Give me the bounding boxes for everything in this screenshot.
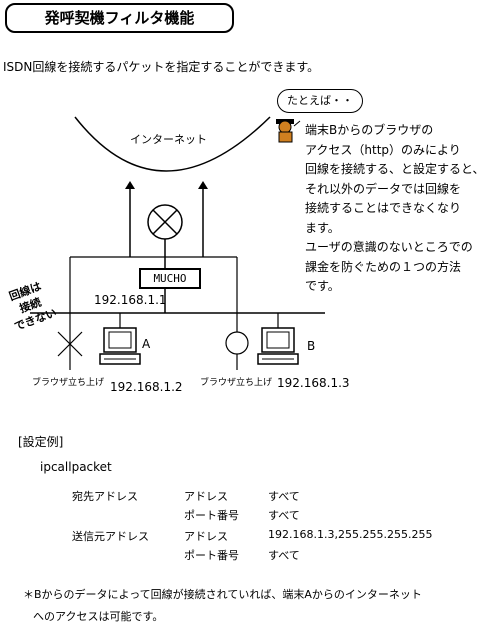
settings-value: すべて [268,549,300,562]
settings-field: アドレス [184,530,228,543]
settings-value: 192.168.1.3,255.255.255.255 [268,528,433,541]
computer-a-icon [99,327,141,365]
settings-field: ポート番号 [184,549,239,562]
terminal-a-ip: 192.168.1.2 [110,380,183,394]
note-line: それ以外のデータでは回線を [305,181,462,196]
note-line: ます。 [305,220,340,235]
person-icon [276,119,301,143]
internet-label: インターネット [130,133,207,146]
settings-value: すべて [268,490,300,503]
settings-field: アドレス [184,490,228,503]
terminal-a-label: A [142,337,151,351]
allowed-circle-icon [225,331,249,355]
router-box: MUCHO [139,268,201,289]
note-line: アクセス（http）のみにより [305,142,461,157]
note-line: 接続することはできなくなり [305,201,462,215]
footnote-line: へのアクセスは可能です。 [33,610,164,623]
settings-group: 送信元アドレス [72,530,149,543]
router-ip: 192.168.1.1 [94,293,167,307]
settings-heading: [設定例] [18,435,64,449]
terminal-a-action: ブラウザ立ち上げ [32,378,105,388]
internet-arc [74,116,271,172]
note-line: です。 [305,279,340,293]
terminal-b-ip: 192.168.1.3 [277,376,350,390]
note-line: 課金を防ぐための１つの方法 [305,259,462,274]
footnote-line: ＊Bからのデータによって回線が接続されていれば、端末Aからのインターネット [23,588,422,601]
note-line: ユーザの意識のないところでの [305,240,473,254]
terminal-b-label: B [307,339,316,353]
page-title: 発呼契機フィルタ機能 [5,3,234,33]
note-line: 端末Bからのブラウザの [305,123,434,137]
settings-command: ipcallpacket [40,460,112,474]
settings-group: 宛先アドレス [72,490,138,503]
intro-text: ISDN回線を接続するパケットを指定することができます。 [3,60,320,74]
computer-b-icon [257,327,299,365]
settings-field: ポート番号 [184,509,239,522]
settings-value: すべて [268,509,300,522]
note-text: 端末Bからのブラウザの アクセス（http）のみにより 回線を接続する、と設定す… [305,121,485,297]
terminal-b-action: ブラウザ立ち上げ [200,378,273,388]
example-bubble: たとえば・・ [277,89,363,113]
note-line: 回線を接続する、と設定すると、 [305,162,485,176]
